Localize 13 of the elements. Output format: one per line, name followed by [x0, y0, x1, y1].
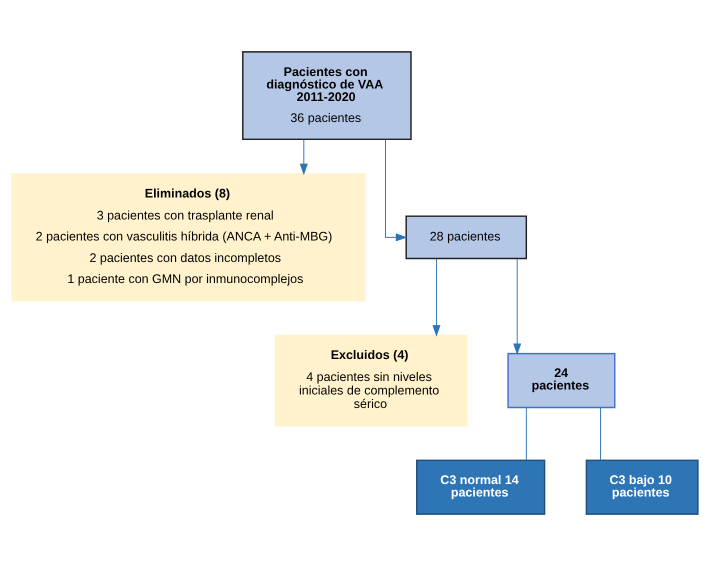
node-box: 24 pacientes	[507, 352, 616, 408]
node-box: C3 normal 14 pacientes	[416, 460, 546, 515]
node-box: Excluidos (4) 4 pacientes sin niveles iniciales de complemento sérico	[274, 334, 468, 426]
arrow	[432, 258, 440, 337]
node-box: Eliminados (8) 3 pacientes con trasplante renal 2 pacientes con vasculitis híbrida (ANCA + Anti-MBG) 2 pacientes con datos incompletos 1 paciente con GMN por inmunocomplejos	[11, 173, 366, 302]
arrow	[300, 139, 308, 176]
connector	[526, 407, 527, 461]
node-box: 28 pacientes	[405, 215, 528, 260]
arrow	[385, 139, 408, 242]
arrow	[513, 258, 522, 356]
node-box: Pacientes con diagnóstico de VAA 2011-2020 36 pacientes	[242, 51, 412, 140]
connector	[600, 407, 602, 461]
node-box: C3 bajo 10 pacientes	[586, 460, 699, 515]
